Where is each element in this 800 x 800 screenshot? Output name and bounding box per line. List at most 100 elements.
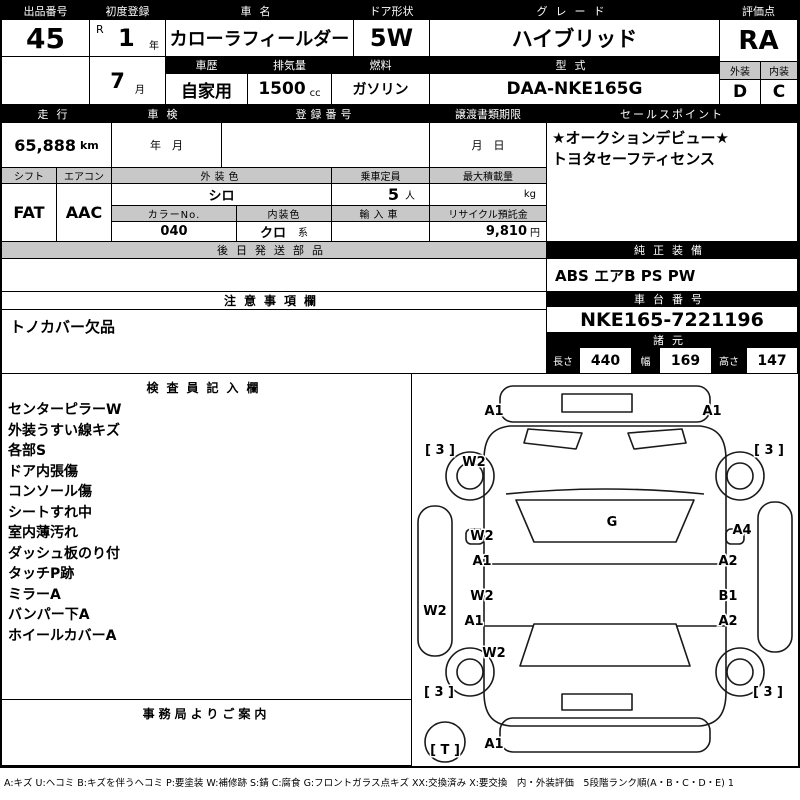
mileage-unit: km (79, 138, 99, 152)
spare-tire (424, 721, 466, 763)
first-reg-year-cell: R 1 年 (90, 20, 166, 57)
damage-marker: [ 3 ] (753, 685, 783, 700)
mileage-header: 走行 (2, 105, 112, 123)
notes-header: 注意事項欄 (2, 292, 547, 310)
notes-value: トノカバー欠品 (2, 310, 547, 374)
car-name-header: 車名 (166, 2, 354, 20)
inspector-header: 検査員記入欄 (146, 381, 267, 395)
auction-sheet: 出品番号 初度登録 車名 ドア形状 グレード 評価点 45 R 1 年 カローラ… (0, 0, 800, 768)
fuel-value: ガソリン (332, 74, 430, 105)
month-unit-label: 月 (134, 85, 145, 96)
side-panel-left (417, 505, 453, 657)
wheel-rear-left-hub (456, 658, 484, 686)
interior-color-header: 内装色 (237, 206, 332, 222)
damage-marker: A1 (702, 404, 721, 419)
damage-marker: B1 (719, 589, 738, 604)
sales-point-line: ★オークションデビュー★ (552, 129, 729, 147)
height-label: 高さ (712, 348, 747, 374)
door-shape-header: ドア形状 (354, 2, 430, 20)
dimensions-header: 諸元 (547, 333, 798, 348)
damage-marker: A1 (484, 737, 503, 752)
damage-marker: W2 (462, 455, 485, 470)
damage-marker: A2 (718, 554, 737, 569)
legend: A:キズ U:ヘコミ B:キズを伴うヘコミ P:要塗装 W:補修跡 S:錆 C:… (0, 768, 800, 800)
rear-glass (519, 623, 691, 667)
chassis-no-header: 車台番号 (547, 292, 798, 307)
inspector-note: タッチP跡 (8, 566, 75, 582)
wheel-rear-right-hub (726, 658, 754, 686)
office-header: 事務局よりご案内 (142, 707, 271, 721)
recycle-deposit-cell: 9,810 円 (430, 222, 547, 242)
interior-grade-value: C (761, 80, 798, 105)
recycle-deposit-unit: 円 (530, 228, 540, 239)
fuel-header: 燃料 (332, 57, 430, 74)
mileage-value: 65,888 (14, 135, 76, 155)
rear-plate (561, 693, 633, 711)
inspector-note: シートすれ中 (8, 504, 92, 521)
score-value: RA (720, 20, 798, 62)
front-plate (561, 393, 633, 413)
first-reg-header: 初度登録 (90, 2, 166, 20)
inspector-note: ホイールカバーA (8, 627, 117, 644)
damage-marker: [ 3 ] (754, 443, 784, 458)
history-value: 自家用 (166, 74, 248, 105)
wheel-front-left (445, 451, 495, 501)
score-header: 評価点 (720, 2, 798, 20)
car-body-outline (483, 425, 727, 727)
inspection-value: 年 月 (112, 123, 222, 168)
front-bumper (499, 385, 711, 423)
transfer-deadline-header: 譲渡書類期限 (430, 105, 547, 123)
headlight-right (627, 428, 687, 450)
inspector-note: 外装うすい線キズ (8, 422, 120, 439)
exterior-grade-header: 外装 (720, 62, 761, 80)
hood-line (505, 488, 705, 495)
damage-marker: A2 (718, 614, 737, 629)
exhibit-no-empty-cell (2, 57, 90, 105)
sales-point-content: ★オークションデビュー★ トヨタセーフティセンス (547, 123, 798, 242)
capacity-cell: 5 人 (332, 184, 430, 206)
interior-color-value: クロ (259, 226, 286, 241)
exhibit-no-header: 出品番号 (2, 2, 90, 20)
wheel-front-right-hub (726, 462, 754, 490)
chassis-no-value: NKE165-7221196 (547, 307, 798, 333)
capacity-value: 5 (387, 185, 399, 204)
mileage-cell: 65,888 km (2, 123, 112, 168)
capacity-unit: 人 (405, 191, 415, 202)
windshield (515, 499, 695, 543)
oem-equipment-header: 純正装備 (547, 242, 798, 259)
interior-grade-header: 内装 (761, 62, 798, 80)
inspector-note: 各部S (8, 443, 47, 459)
era-label: R (96, 23, 104, 36)
import-header: 輸入車 (332, 206, 430, 222)
car-name-value: カローラフィールダー (166, 20, 354, 57)
displacement-header: 排気量 (248, 57, 332, 74)
color-no-header: カラーNo. (112, 206, 237, 222)
max-load-unit: kg (523, 189, 536, 200)
recycle-deposit-value: 9,810 (485, 224, 527, 239)
exhibit-no-value: 45 (2, 20, 90, 57)
damage-marker: A1 (484, 404, 503, 419)
inspector-note: バンパー下A (8, 607, 90, 623)
inspector-note: センターピラーW (8, 402, 122, 418)
sales-point-line: トヨタセーフティセンス (552, 150, 715, 168)
damage-marker: W2 (470, 529, 493, 544)
damage-marker: W2 (423, 604, 446, 619)
damage-marker: A1 (464, 614, 483, 629)
capacity-header: 乗車定員 (332, 168, 430, 184)
aircon-header: エアコン (57, 168, 112, 184)
displacement-unit: cc (309, 88, 321, 99)
inspector-note: ダッシュ板のり付 (8, 545, 120, 562)
mirror-right (725, 528, 745, 545)
damage-marker: [ 3 ] (425, 443, 455, 458)
later-parts-value (2, 259, 547, 292)
transfer-deadline-value: 月 日 (430, 123, 547, 168)
wheel-front-left-hub (456, 462, 484, 490)
interior-color-cell: クロ 系 (237, 222, 332, 242)
exterior-color-value: シロ (112, 184, 332, 206)
aircon-value: AAC (57, 184, 112, 242)
shift-value: FAT (2, 184, 57, 242)
grade-header: グレード (430, 2, 720, 20)
model-code-value: DAA-NKE165G (430, 74, 720, 105)
height-value: 147 (747, 348, 798, 374)
